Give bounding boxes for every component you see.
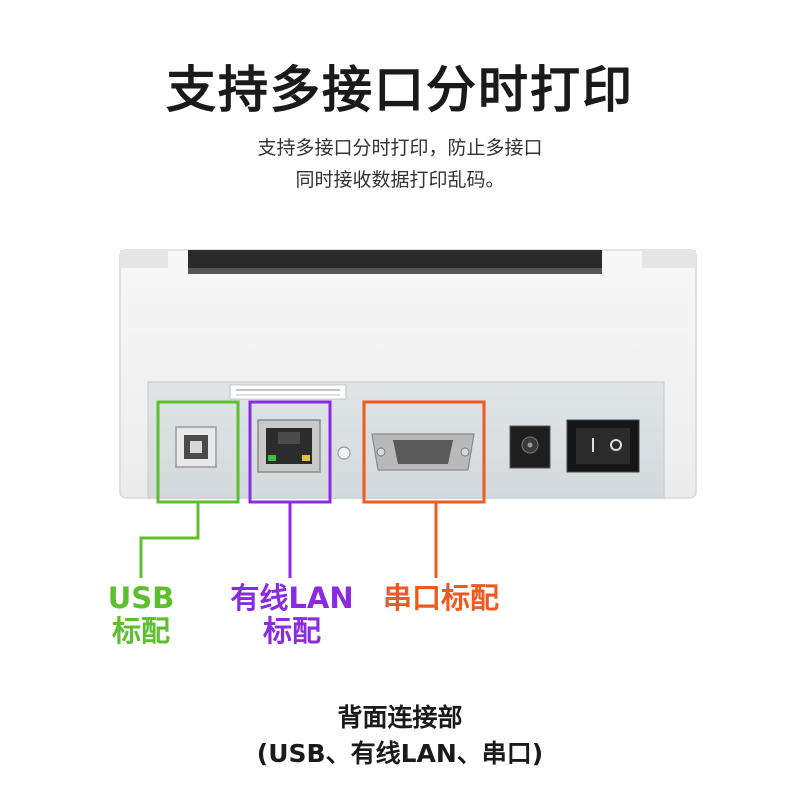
- usb-label: USB 标配: [96, 582, 186, 648]
- serial-port: [371, 433, 475, 471]
- serial-label-line-1: 串口标配: [382, 581, 499, 615]
- serial-label: 串口标配: [372, 582, 510, 615]
- lan-label-line-2: 标配: [262, 614, 321, 648]
- usb-label-line-2: 标配: [111, 614, 170, 648]
- usb-highlight: [139, 400, 240, 578]
- footer-line-2: (USB、有线LAN、串口): [256, 739, 544, 768]
- power-switch: [566, 419, 640, 473]
- lan-port: [257, 419, 321, 473]
- paper-slot: [188, 250, 602, 272]
- subtitle-line-1: 支持多接口分时打印，防止多接口: [257, 137, 543, 159]
- footer-caption: 背面连接部 (USB、有线LAN、串口): [0, 700, 800, 772]
- lan-highlight: [248, 400, 332, 578]
- subtitle-line-2: 同时接收数据打印乱码。: [295, 169, 505, 191]
- serial-highlight: [362, 400, 486, 578]
- usb-port: [175, 426, 217, 468]
- reset-button: [337, 446, 351, 460]
- usb-label-line-1: USB: [107, 581, 175, 615]
- page-title: 支持多接口分时打印: [166, 61, 634, 119]
- power-jack: [509, 425, 551, 469]
- lan-label-line-1: 有线LAN: [230, 581, 354, 615]
- footer-line-1: 背面连接部: [337, 703, 463, 732]
- label-sticker: [229, 384, 347, 400]
- subtitle: 支持多接口分时打印，防止多接口 同时接收数据打印乱码。: [0, 132, 800, 196]
- lan-label: 有线LAN 标配: [218, 582, 366, 648]
